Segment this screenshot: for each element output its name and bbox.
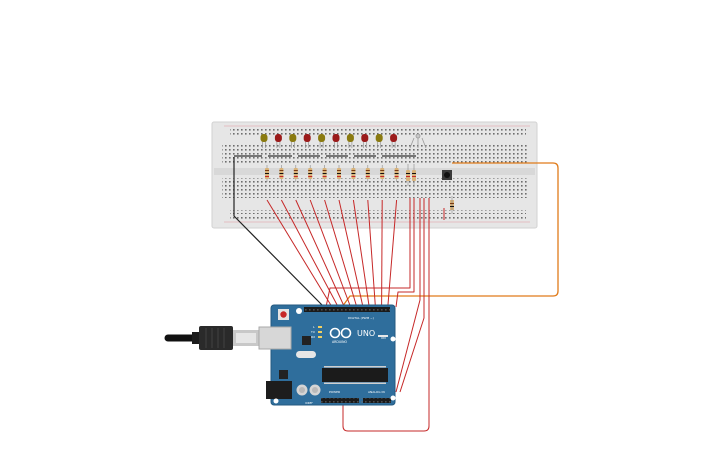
- crystal: [296, 351, 316, 358]
- board-model-label: UNO: [357, 329, 375, 338]
- on-led-label: ON: [381, 336, 386, 340]
- resistor-5[interactable]: [322, 165, 327, 182]
- analog-wire-1[interactable]: [395, 198, 421, 393]
- atmega-chip: [322, 368, 388, 382]
- usb-port[interactable]: [258, 326, 292, 350]
- button-signal-wire[interactable]: [341, 162, 559, 308]
- power-wire[interactable]: [342, 198, 430, 432]
- led-signal-wire-4[interactable]: [309, 199, 352, 308]
- resistor-7[interactable]: [351, 165, 356, 182]
- aux-resistor-2[interactable]: [412, 164, 416, 186]
- led-6[interactable]: [332, 134, 340, 148]
- power-rail-bottom-b: [230, 215, 526, 219]
- resistor-1[interactable]: [265, 165, 269, 182]
- terminal-strip-lower: [222, 178, 528, 198]
- arduino-logo-icon: [329, 327, 352, 339]
- power-label: POWER: [329, 390, 340, 394]
- aux-resistor-1[interactable]: [406, 164, 410, 186]
- resistor-3[interactable]: [293, 165, 298, 182]
- resistor-10[interactable]: [394, 165, 399, 182]
- led-10[interactable]: [390, 134, 398, 148]
- digital-label: DIGITAL (PWM ~): [348, 316, 374, 320]
- led-signal-wire-8[interactable]: [367, 199, 376, 308]
- led-signal-wire-7[interactable]: [352, 199, 370, 308]
- led-row[interactable]: [260, 134, 398, 148]
- analog-wire-2[interactable]: [399, 198, 425, 393]
- chip-pins: [324, 366, 386, 384]
- push-button-icon[interactable]: [442, 170, 452, 180]
- power-rail-top-b: [230, 132, 526, 136]
- led-5[interactable]: [318, 134, 326, 148]
- on-led: [378, 335, 388, 337]
- resistor-2[interactable]: [279, 165, 284, 182]
- resistor-row[interactable]: [265, 164, 416, 186]
- three-leg-component[interactable]: [409, 133, 427, 149]
- analog-label: ANALOG IN: [368, 390, 385, 394]
- led-signal-wire-3[interactable]: [295, 199, 345, 308]
- led-signal-wire-6[interactable]: [338, 199, 364, 308]
- power-rail-top-a: [230, 127, 526, 131]
- led-signal-wire-1[interactable]: [266, 199, 333, 308]
- svg-text:L: L: [313, 325, 315, 329]
- return-wire-2[interactable]: [395, 198, 415, 308]
- resistor-8[interactable]: [365, 165, 370, 182]
- resistor-6[interactable]: [337, 165, 341, 182]
- status-leds: L TX RX: [310, 325, 322, 339]
- led-signal-wire-2[interactable]: [280, 199, 339, 308]
- arduino-uno[interactable]: UNO ARDUINO DIGITAL (PWM ~) L TX RX ON: [258, 304, 396, 406]
- led-8[interactable]: [361, 134, 369, 148]
- led-signal-wire-5[interactable]: [324, 199, 358, 308]
- return-wire-1[interactable]: [325, 198, 411, 308]
- led-4[interactable]: [303, 134, 311, 148]
- resistor-4[interactable]: [308, 165, 313, 182]
- led-signal-wire-10[interactable]: [387, 199, 398, 308]
- ground-wire[interactable]: [233, 157, 325, 308]
- breadboard[interactable]: [211, 121, 538, 229]
- reset-button-icon[interactable]: [278, 309, 289, 320]
- usb-cable-icon[interactable]: [164, 326, 259, 350]
- ioref-label: IOREF: [305, 401, 313, 405]
- pulldown-resistor[interactable]: [450, 196, 454, 214]
- wires[interactable]: [233, 157, 559, 432]
- regulator: [279, 370, 288, 379]
- center-channel: [214, 168, 535, 175]
- svg-text:RX: RX: [311, 335, 315, 339]
- power-rail-bottom-a: [230, 210, 526, 214]
- board-brand-label: ARDUINO: [332, 340, 348, 344]
- led-7[interactable]: [346, 134, 354, 148]
- led-9[interactable]: [375, 134, 383, 148]
- led-signal-wire-9[interactable]: [381, 199, 383, 308]
- svg-text:TX: TX: [310, 330, 315, 334]
- led-1[interactable]: [260, 134, 268, 148]
- usb-chip: [302, 336, 311, 345]
- terminal-strip-upper: [222, 144, 528, 164]
- power-jack[interactable]: [266, 381, 292, 399]
- led-3[interactable]: [289, 134, 297, 148]
- capacitors: [296, 384, 321, 396]
- resistor-9[interactable]: [380, 165, 385, 182]
- led-2[interactable]: [274, 134, 282, 148]
